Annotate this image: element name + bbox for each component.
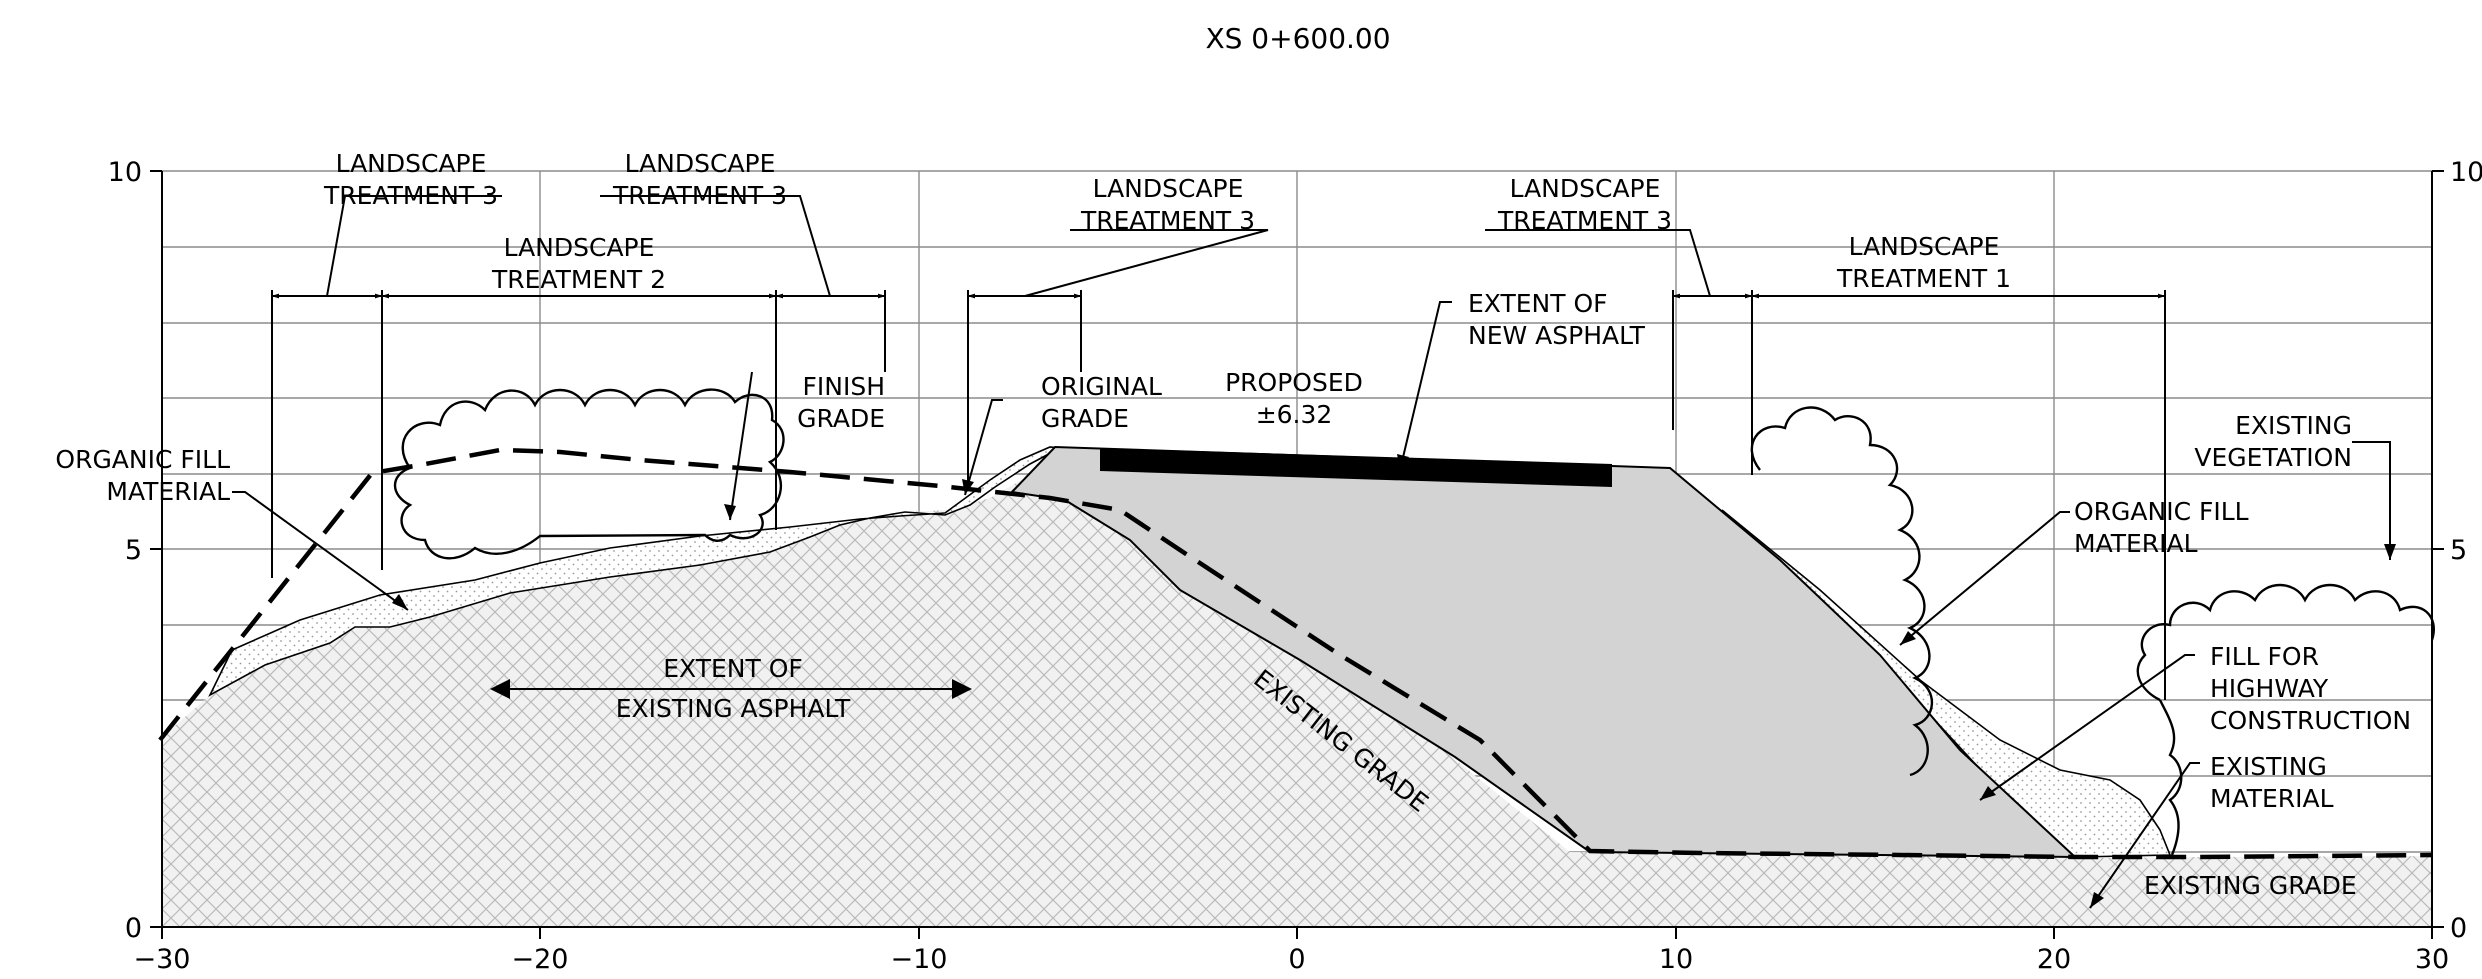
label-existing-grade-right: EXISTING GRADE — [2144, 871, 2357, 900]
existing-ground — [162, 458, 2432, 927]
x-tick-label: 10 — [1659, 944, 1693, 975]
y-tick-label: 10 — [2450, 157, 2482, 188]
leader-arrowheads — [392, 454, 2396, 908]
drawing-title: XS 0+600.00 — [1205, 22, 1390, 55]
y-tick-label: 10 — [108, 157, 142, 188]
existing-asphalt-dimension — [490, 679, 972, 699]
y-tick-label: 0 — [2450, 913, 2467, 944]
vegetation — [393, 388, 2435, 856]
x-tick-label: −30 — [134, 944, 191, 975]
axes — [150, 170, 2444, 939]
x-tick-labels: −30 −20 −10 0 10 20 30 — [134, 944, 2450, 975]
leaders — [232, 195, 2391, 909]
x-tick-label: 0 — [1288, 944, 1305, 975]
organic-fill-left-area — [208, 446, 1063, 697]
y-tick-labels-right: 0 5 10 — [2450, 157, 2482, 944]
y-tick-label: 5 — [2450, 535, 2467, 566]
y-tick-label: 5 — [125, 535, 142, 566]
existing-grade-line — [158, 447, 2433, 860]
x-tick-label: −10 — [891, 944, 948, 975]
y-tick-label: 0 — [125, 913, 142, 944]
new-asphalt-bar — [1100, 448, 1612, 487]
y-tick-labels-left: 0 5 10 — [108, 157, 142, 944]
x-tick-label: 30 — [2415, 944, 2449, 975]
label-proposed-elevation: PROPOSED±6.32 — [1225, 368, 1363, 429]
dimension-lines — [271, 290, 2166, 700]
x-tick-label: −20 — [512, 944, 569, 975]
x-tick-label: 20 — [2037, 944, 2071, 975]
